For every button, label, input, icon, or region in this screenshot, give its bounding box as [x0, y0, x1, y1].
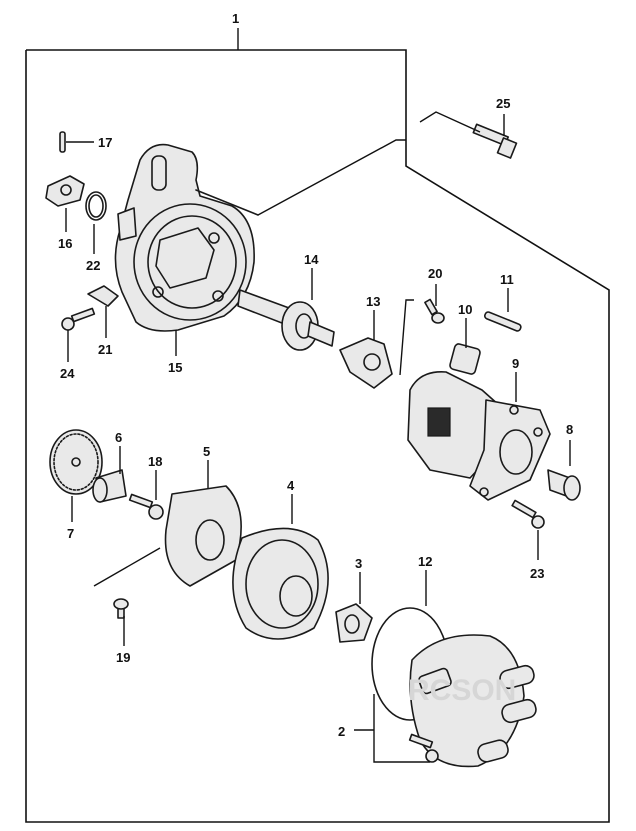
bracket-13: [399, 299, 414, 376]
screw-24: [61, 307, 96, 331]
pickup-assembly: [407, 343, 501, 479]
callout-10: 10: [458, 302, 472, 317]
screw-19: [113, 598, 129, 619]
signal-disc: [49, 429, 103, 495]
cap-4: [232, 527, 329, 640]
callout-18: 18: [148, 454, 162, 469]
callout-6: 6: [115, 430, 122, 445]
pin-17: [59, 131, 66, 153]
distributor-cap-2: [409, 634, 537, 768]
callout-7: 7: [67, 526, 74, 541]
callout-20: 20: [428, 266, 442, 281]
callout-24: 24: [60, 366, 75, 381]
callout-9: 9: [512, 356, 519, 371]
bracket-2: [373, 694, 430, 763]
callout-3: 3: [355, 556, 362, 571]
screw-18: [128, 493, 164, 520]
callout-22: 22: [86, 258, 100, 273]
callout-2: 2: [338, 724, 345, 739]
pickup-cover: [469, 399, 551, 501]
screw-2: [408, 733, 439, 763]
housing-leader: [257, 139, 406, 216]
callout-5: 5: [203, 444, 210, 459]
callout-17: 17: [98, 135, 112, 150]
distributor-shaft: [237, 289, 335, 351]
o-ring-22: [85, 191, 107, 221]
rotor-5: [164, 485, 242, 587]
distributor-housing: [114, 143, 259, 332]
callout-14: 14: [304, 252, 319, 267]
callout-12: 12: [418, 554, 432, 569]
callout-25: 25: [496, 96, 510, 111]
callout-21: 21: [98, 342, 112, 357]
callout-19: 19: [116, 650, 130, 665]
rotor-tip-3: [335, 603, 373, 643]
callout-16: 16: [58, 236, 72, 251]
bracket-25: [419, 111, 481, 133]
bolt-25: [472, 123, 518, 159]
screw-20: [424, 298, 445, 324]
roll-pin: [483, 311, 522, 332]
bushing: [547, 469, 581, 501]
watermark: RCSON: [408, 674, 516, 707]
callout-11: 11: [500, 272, 514, 287]
callout-23: 23: [530, 566, 544, 581]
callout-13: 13: [366, 294, 380, 309]
assembly-frame: [25, 49, 610, 823]
hub-6: [92, 469, 127, 503]
gasket: [339, 337, 393, 389]
bracket-21: [87, 285, 119, 307]
assembly-label: 1: [232, 11, 239, 26]
callout-4: 4: [287, 478, 295, 493]
bracket-19: [93, 547, 161, 587]
callout-8: 8: [566, 422, 573, 437]
callout-15: 15: [168, 360, 182, 375]
clamp-16: [45, 175, 85, 207]
screw-23: [511, 499, 545, 529]
